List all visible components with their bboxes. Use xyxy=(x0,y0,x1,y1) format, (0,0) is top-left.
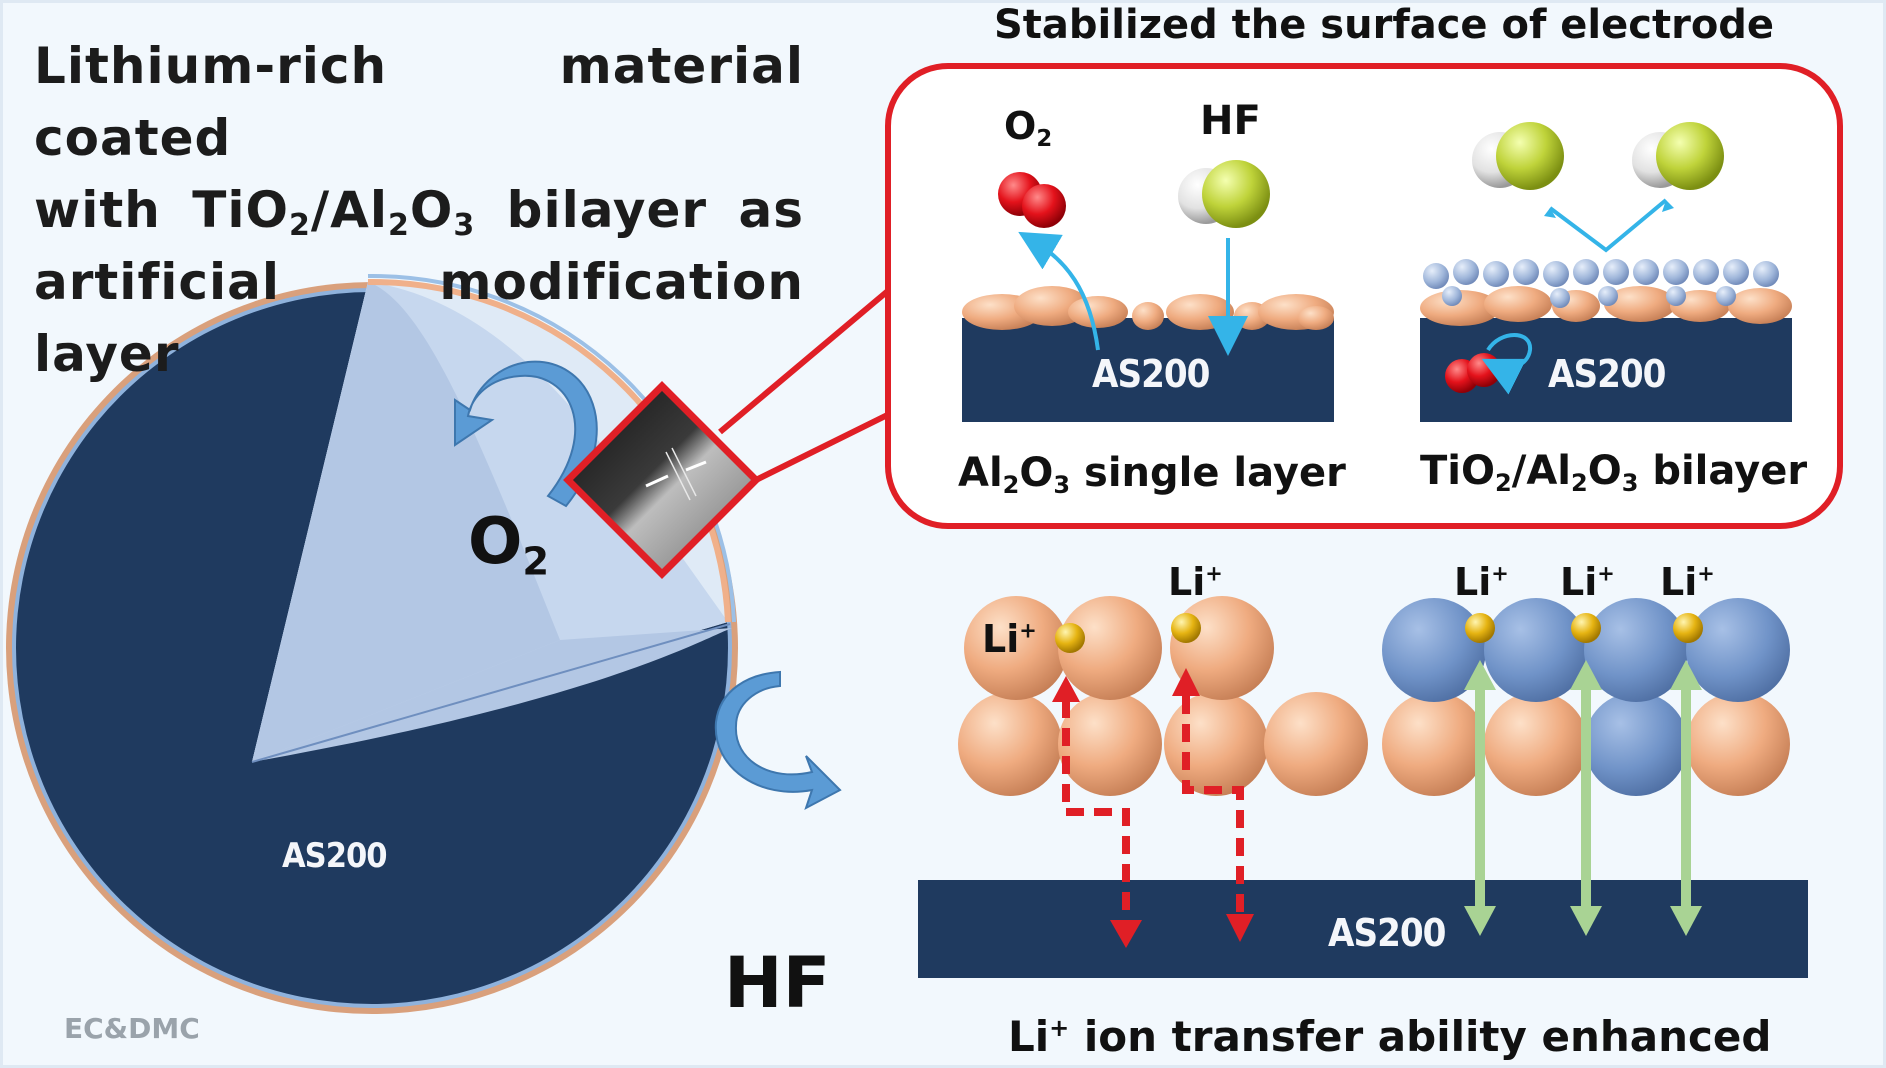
single-layer-diagram xyxy=(962,160,1334,422)
direct-li-path-3 xyxy=(1670,660,1702,936)
sphere-hf-label: HF xyxy=(724,942,831,1024)
sphere-rim-coating xyxy=(367,278,731,623)
al2o3-particle-stack xyxy=(958,596,1368,796)
li-ion-5 xyxy=(1673,613,1703,643)
single-layer-substrate xyxy=(962,318,1334,422)
direct-li-path-2 xyxy=(1570,660,1602,936)
bilayer-particle-stack xyxy=(1382,598,1790,796)
o2-molecule-icon xyxy=(998,172,1066,228)
red-arrowhead-down-1 xyxy=(1110,920,1142,948)
bilayer-al2o3-coating xyxy=(1420,286,1792,326)
li-ion-label-2: Li+ xyxy=(1168,560,1223,604)
sphere-o2-label: O2 xyxy=(468,505,550,585)
sphere-rim-outer xyxy=(367,273,736,623)
inset-title: Stabilized the surface of electrode xyxy=(994,2,1775,48)
sphere-cutaway-left-face xyxy=(252,282,560,762)
inset-hf-label: HF xyxy=(1200,98,1261,144)
hf-attack-arrow xyxy=(714,670,842,811)
single-layer-caption: Al2O3 single layer xyxy=(958,450,1346,500)
hf-molecule-icon-right xyxy=(1632,122,1724,190)
o2-release-arrow xyxy=(454,360,598,508)
bottom-substrate-label: AS200 xyxy=(1328,911,1446,955)
li-ion-1 xyxy=(1055,623,1085,653)
bilayer-tio2-spheres xyxy=(1423,259,1779,308)
sphere-cutaway-bottom-face xyxy=(252,628,732,762)
heading-line-2: with TiO2/Al2O3 bilayer as xyxy=(34,181,804,243)
red-arrowhead-up-2 xyxy=(1172,668,1200,696)
heading-line-3: artificial modification layer xyxy=(34,253,804,383)
red-arrowhead-down-2 xyxy=(1226,914,1254,942)
bilayer-substrate-label: AS200 xyxy=(1548,352,1666,396)
single-layer-substrate-label: AS200 xyxy=(1092,352,1210,396)
direct-li-path-1 xyxy=(1464,660,1496,936)
single-layer-coating xyxy=(962,286,1334,330)
bilayer-diagram xyxy=(1420,122,1792,422)
figure-heading: Lithium-rich material coated with TiO2/A… xyxy=(34,30,804,390)
li-ion-3 xyxy=(1465,613,1495,643)
li-ion-label-4: Li+ xyxy=(1560,560,1615,604)
bottom-caption: Li+ ion transfer ability enhanced xyxy=(1008,1012,1772,1061)
bilayer-caption: TiO2/Al2O3 bilayer xyxy=(1420,448,1808,498)
red-arrowhead-up-1 xyxy=(1052,676,1080,702)
sphere-core-label: AS200 xyxy=(282,836,388,876)
hf-deflect-arrow xyxy=(1548,198,1668,253)
electrolyte-label: EC&DMC xyxy=(64,1012,200,1045)
hf-molecule-icon-left xyxy=(1472,122,1564,190)
tem-image-inset xyxy=(563,381,761,579)
sphere-cutaway-edge xyxy=(251,623,731,763)
tortuous-li-path-2 xyxy=(1182,696,1244,928)
bottom-substrate-bar xyxy=(918,880,1808,978)
li-ion-label-3: Li+ xyxy=(1454,560,1509,604)
hf-molecule-icon xyxy=(1178,160,1270,228)
o2-recirculate-arrow xyxy=(1481,333,1532,395)
o2-escape-arrow xyxy=(1018,231,1100,351)
li-ion-label-1: Li+ xyxy=(982,617,1037,661)
particle-sphere xyxy=(6,273,738,1014)
li-ion-label-5: Li+ xyxy=(1660,560,1715,604)
tortuous-li-path-1 xyxy=(1062,700,1130,934)
hf-deflect-arrowhead xyxy=(1662,200,1674,212)
heading-line-1: Lithium-rich material coated xyxy=(34,37,804,167)
li-ion-2 xyxy=(1171,613,1201,643)
li-ion-4 xyxy=(1571,613,1601,643)
inset-o2-label: O2 xyxy=(1004,104,1053,152)
